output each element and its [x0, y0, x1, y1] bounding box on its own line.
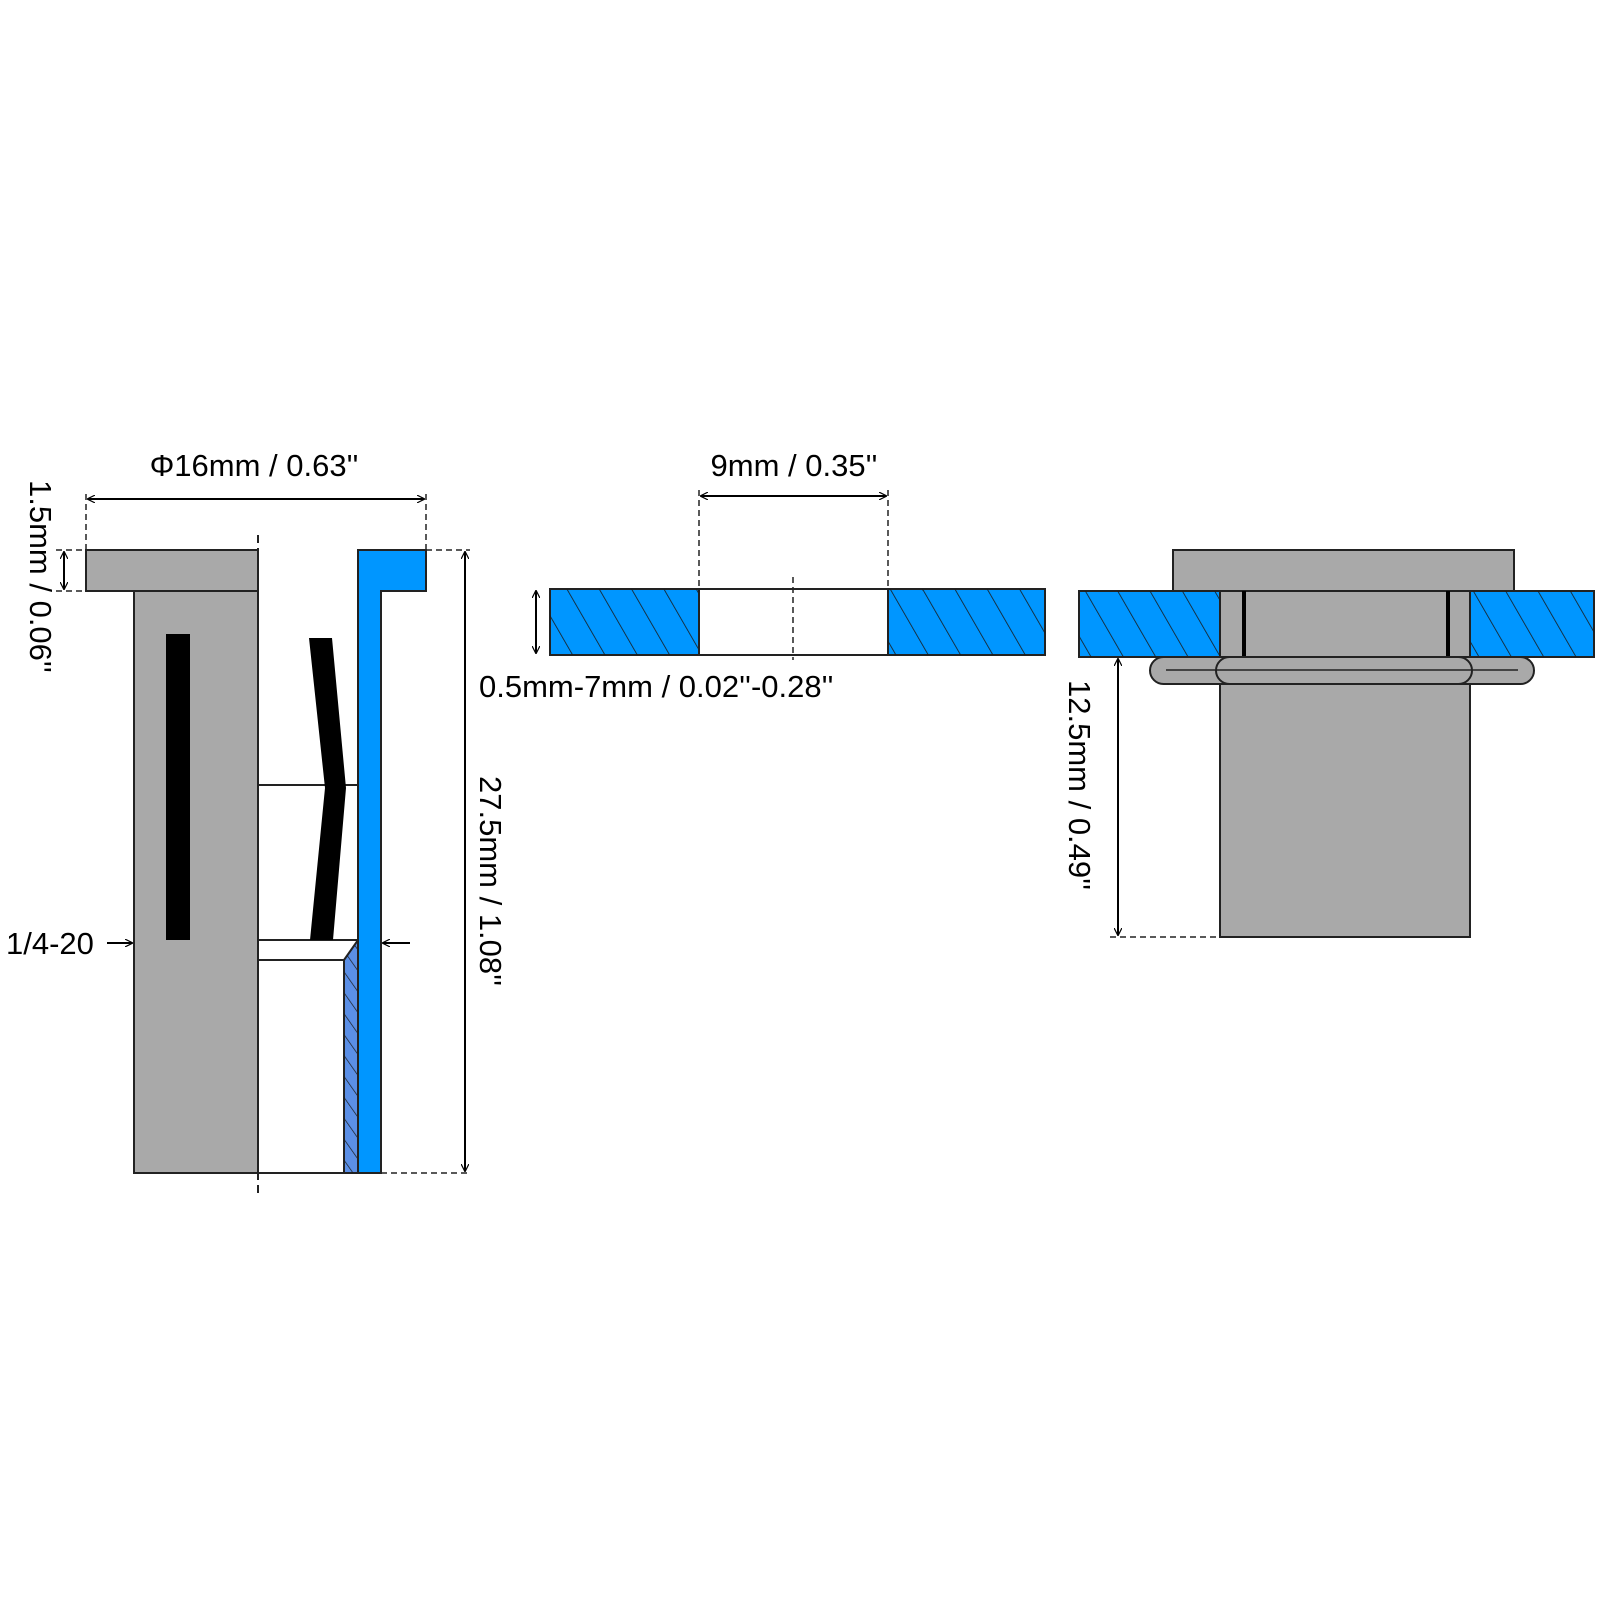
- panel-right-hatch: [888, 589, 1045, 655]
- thread-section-hatch: [344, 940, 358, 1173]
- bore-lower: [257, 959, 345, 1174]
- nut-body-left: [133, 590, 259, 1174]
- installed-panel-left-hatch: [1079, 591, 1220, 657]
- flange-thickness-label: 1.5mm / 0.06'': [23, 480, 58, 673]
- grip-range-label: 0.5mm-7mm / 0.02''-0.28'': [479, 669, 833, 704]
- installed-length-label: 12.5mm / 0.49'': [1062, 680, 1097, 890]
- hole-diameter-label: 9mm / 0.35'': [711, 448, 878, 483]
- rivet-nut-section-view: Φ16mm / 0.63'' 1.5mm / 0.06'' 1/4-20 27.…: [6, 448, 508, 1196]
- collapse-bulge-mark: [309, 638, 346, 940]
- panel-left-hatch: [550, 589, 699, 655]
- installed-flange: [1172, 549, 1515, 592]
- total-length-label: 27.5mm / 1.08'': [473, 776, 508, 986]
- installed-nut-view: 12.5mm / 0.49'': [1062, 549, 1595, 938]
- installed-panel-right-hatch: [1470, 591, 1594, 657]
- flange-diameter-label: Φ16mm / 0.63'': [150, 448, 359, 483]
- panel-hole-view: 9mm / 0.35'' 0.5mm-7mm / 0.02''-0.28'': [479, 448, 1046, 704]
- installed-body: [1219, 590, 1471, 938]
- body-slot-mark: [166, 634, 190, 940]
- thread-size-label: 1/4-20: [6, 926, 94, 961]
- nut-flange-left: [85, 549, 259, 592]
- nut-wall-section: [357, 549, 427, 1174]
